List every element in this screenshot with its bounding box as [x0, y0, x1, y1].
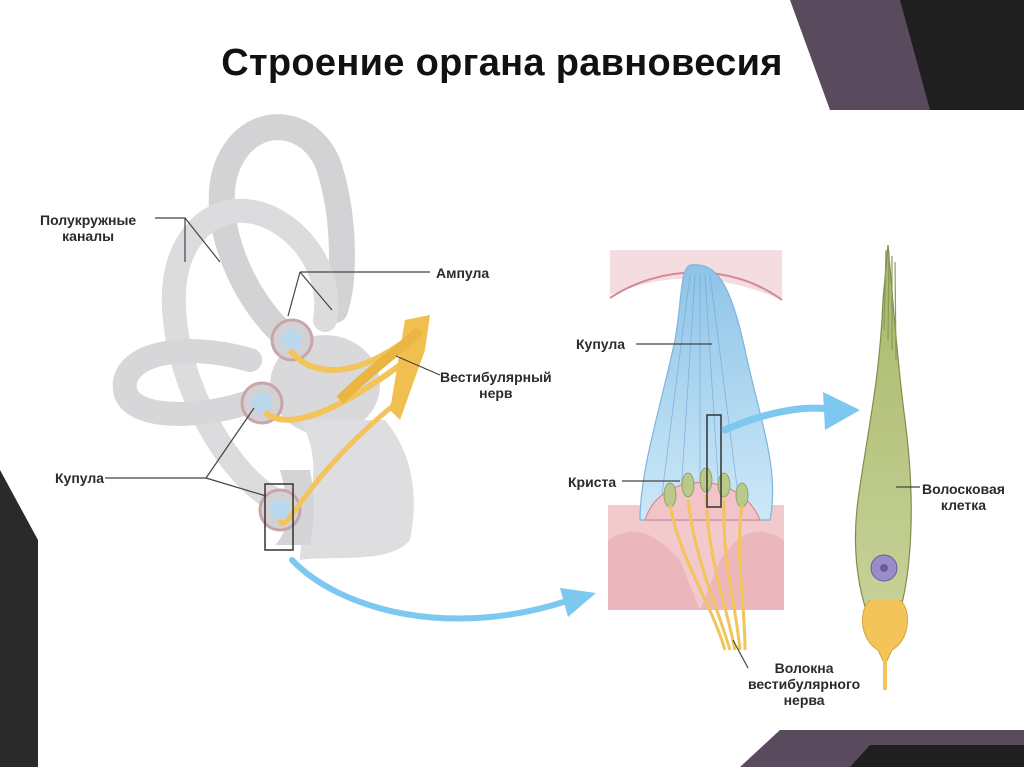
hair-cell-illustration — [854, 244, 912, 690]
label-semicircular-canals-line1: Полукружные — [40, 212, 137, 228]
label-vestibular-nerve-line1: Вестибулярный — [440, 369, 552, 385]
leader-lines-middle — [622, 343, 749, 669]
crista-illustration — [608, 250, 784, 651]
leader-lines-left — [105, 217, 441, 497]
label-hair-cell-line2: клетка — [940, 497, 987, 513]
label-hair-cell: Волосковая клетка — [922, 481, 1005, 513]
label-nerve-fibers: Волокна вестибулярного нерва — [748, 660, 860, 708]
label-vestibular-nerve-line2: нерв — [479, 385, 513, 401]
labyrinth-illustration — [112, 114, 430, 560]
label-nerve-fibers-line3: нерва — [783, 692, 825, 708]
label-cupula-middle: Купула — [576, 336, 626, 352]
label-crista: Криста — [568, 474, 617, 490]
zoom-arrow-2 — [721, 392, 860, 434]
slide-title: Строение органа равновесия — [221, 42, 783, 84]
label-nerve-fibers-line2: вестибулярного — [748, 676, 861, 692]
zoom-arrow-1 — [289, 557, 596, 622]
label-semicircular-canals-line2: каналы — [62, 228, 115, 244]
label-cupula-left: Купула — [55, 470, 105, 486]
label-nerve-fibers-line1: Волокна — [774, 660, 834, 676]
label-vestibular-nerve: Вестибулярный нерв — [440, 369, 552, 401]
label-semicircular-canals: Полукружные каналы — [40, 212, 136, 244]
label-hair-cell-line1: Волосковая — [922, 481, 1005, 497]
label-ampulla: Ампула — [436, 265, 490, 281]
